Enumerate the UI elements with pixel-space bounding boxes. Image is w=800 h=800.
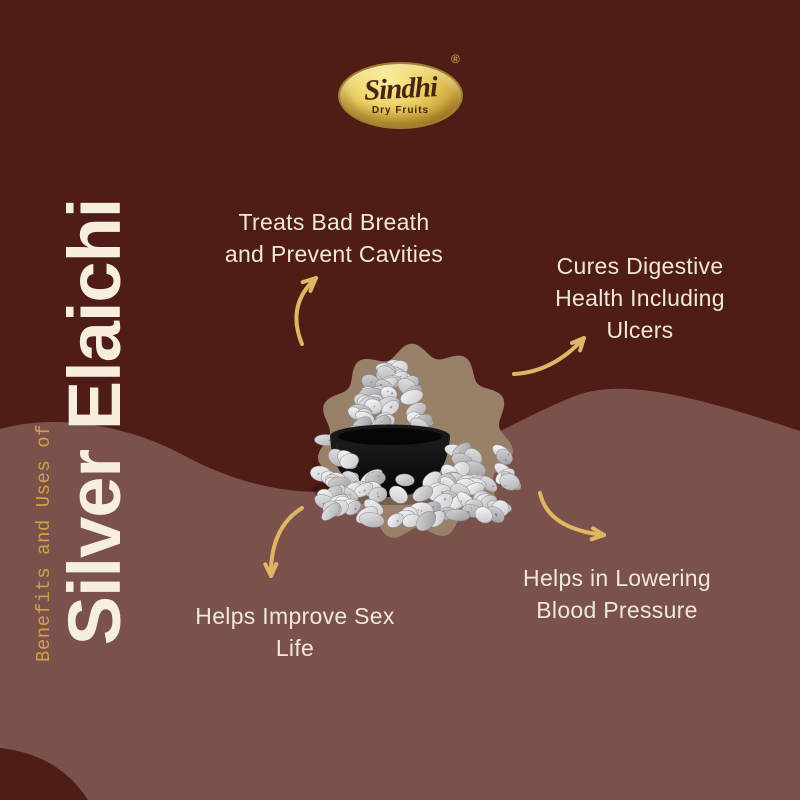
- product-title: Silver Elaichi: [53, 198, 136, 646]
- benefit-text-top-right: Cures Digestive Health Including Ulcers: [520, 250, 760, 346]
- benefit-text-top-left: Treats Bad Breath and Prevent Cavities: [204, 206, 464, 270]
- benefit-line: Helps Improve Sex: [195, 603, 395, 629]
- benefit-line: Blood Pressure: [536, 597, 698, 623]
- brand-name: Sindhi: [363, 71, 438, 107]
- benefit-line: Life: [275, 635, 315, 661]
- cardamom-spill: [310, 442, 522, 532]
- dark-corner-shape: [0, 748, 88, 800]
- benefit-line: Ulcers: [606, 317, 674, 343]
- product-photo: [310, 343, 522, 538]
- curved-arrow-icon-top-left: [294, 276, 318, 346]
- benefit-line: Treats Bad Breath: [238, 209, 430, 235]
- brand-tagline: Dry Fruits: [371, 105, 430, 116]
- registered-trademark: ®: [451, 52, 460, 66]
- brand-logo: Sindhi Dry Fruits: [338, 62, 463, 129]
- curved-arrow-icon-top-right: [512, 336, 586, 376]
- benefit-text-bottom-right: Helps in Lowering Blood Pressure: [492, 562, 742, 626]
- curved-arrow-icon-bottom-right: [538, 491, 606, 542]
- benefit-line: Health Including: [555, 285, 725, 311]
- benefit-text-bottom-left: Helps Improve Sex Life: [165, 600, 425, 664]
- curved-arrow-icon-bottom-left: [263, 506, 304, 578]
- benefit-line: Cures Digestive: [556, 253, 724, 279]
- benefit-line: and Prevent Cavities: [224, 241, 444, 267]
- mauve-wave-shape: [0, 388, 800, 800]
- benefit-line: Helps in Lowering: [523, 565, 711, 591]
